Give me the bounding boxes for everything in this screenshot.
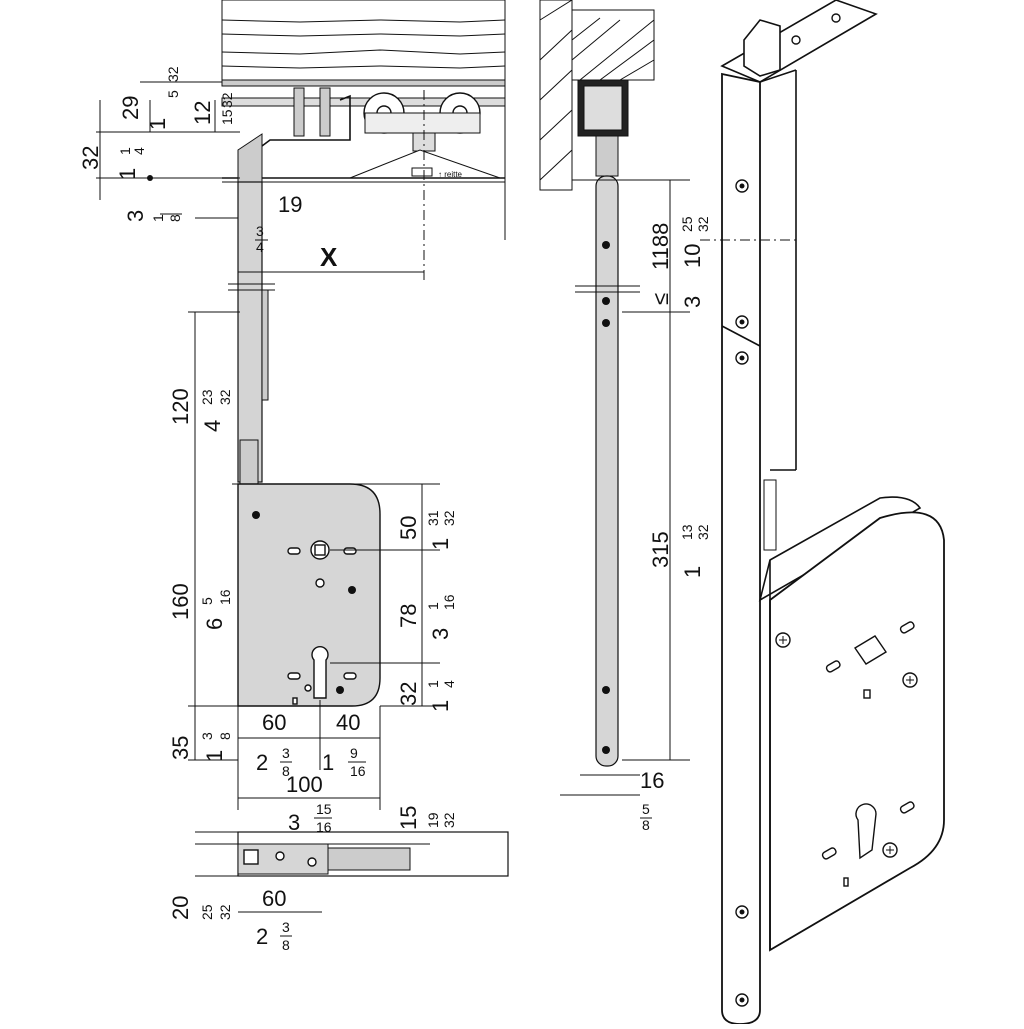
dim-4: 4 xyxy=(200,420,225,432)
dim-160: 160 xyxy=(168,583,193,620)
dim-315: 315 xyxy=(648,531,673,568)
frac-8b: 8 xyxy=(217,732,233,740)
dim-1g: 1 xyxy=(680,566,705,578)
dim-1b: 1 xyxy=(115,168,140,180)
dim-78: 78 xyxy=(396,604,421,628)
frac-32: 32 xyxy=(165,66,181,82)
frac-3b: 3 xyxy=(199,732,215,740)
frac-32h: 32 xyxy=(695,524,711,540)
dim-60: 60 xyxy=(262,710,286,735)
dim-32b: 32 xyxy=(396,682,421,706)
frac-16d: 16 xyxy=(316,819,332,835)
le-symbol: ≤ xyxy=(648,293,673,305)
horizontal-dims: 19 3 4 X xyxy=(238,192,424,273)
frac-32f: 32 xyxy=(217,904,233,920)
frac-31: 31 xyxy=(425,510,441,526)
frac-8: 8 xyxy=(167,214,183,222)
frac-15: 15 xyxy=(219,109,235,125)
dim-120: 120 xyxy=(168,388,193,425)
dim-29: 29 xyxy=(118,96,143,120)
frac-13: 13 xyxy=(679,524,695,540)
frac-25b: 25 xyxy=(679,216,695,232)
dim-40: 40 xyxy=(336,710,360,735)
dim-3c: 3 xyxy=(288,810,300,835)
lock-3d-view xyxy=(700,0,945,1025)
dim-1f: 1 xyxy=(322,750,334,775)
dim-x: X xyxy=(320,242,338,272)
dim-2b: 2 xyxy=(256,924,268,949)
dim-1e: 1 xyxy=(428,700,453,712)
dim-6: 6 xyxy=(202,618,227,630)
frac-4b: 4 xyxy=(256,239,264,255)
frac-16b: 16 xyxy=(441,594,457,610)
dim-1d: 1 xyxy=(428,538,453,550)
frac-16: 16 xyxy=(217,589,233,605)
reitte-label: ↑ reitte xyxy=(438,170,463,179)
lock-right-dims: 50 1 31 32 78 3 1 16 32 1 1 4 xyxy=(396,484,457,712)
dim-3: 3 xyxy=(123,210,148,222)
dim-32: 32 xyxy=(78,146,103,170)
frac-32g: 32 xyxy=(695,216,711,232)
dim-3d: 3 xyxy=(680,296,705,308)
dim-1c: 1 xyxy=(202,750,227,762)
frac-4: 4 xyxy=(131,147,147,155)
frac-32d: 32 xyxy=(441,510,457,526)
frac-32e: 32 xyxy=(441,812,457,828)
frac-3: 3 xyxy=(256,223,264,239)
frac-1d: 1 xyxy=(425,680,441,688)
dim-15: 15 xyxy=(396,806,421,830)
top-dimensions: 29 5 32 1 12 15 32 32 1 1 4 3 1 8 xyxy=(78,66,240,222)
dim-19: 19 xyxy=(278,192,302,217)
frac-9: 9 xyxy=(350,745,358,761)
frac-8e: 8 xyxy=(642,817,650,833)
frac-5: 5 xyxy=(165,90,181,98)
frac-32b: 32 xyxy=(219,92,235,108)
dim-35: 35 xyxy=(168,736,193,760)
top-track-front-view: ↑ reitte xyxy=(221,0,506,280)
frac-5b: 5 xyxy=(199,597,215,605)
dim-1188: 1188 xyxy=(648,223,673,270)
frac-1: 1 xyxy=(117,147,133,155)
dim-100: 100 xyxy=(286,772,323,797)
frac-23: 23 xyxy=(199,389,215,405)
frac-5c: 5 xyxy=(642,801,650,817)
strike-plate: 20 25 32 60 2 3 8 xyxy=(168,831,509,953)
lock-left-dims: 120 4 23 32 160 6 5 16 35 1 3 8 xyxy=(168,311,240,762)
frac-1c: 1 xyxy=(425,602,441,610)
lock-bottom-dims: 60 40 2 3 8 1 9 16 100 3 15 16 15 19 32 xyxy=(238,710,457,835)
lock-rod-front xyxy=(228,133,275,485)
dim-10: 10 xyxy=(680,244,705,268)
frac-3d: 3 xyxy=(282,919,290,935)
frac-4c: 4 xyxy=(441,680,457,688)
frac-8c: 8 xyxy=(282,763,290,779)
frac-15: 15 xyxy=(316,801,332,817)
frac-1b: 1 xyxy=(150,214,166,222)
dim-60b: 60 xyxy=(262,886,286,911)
side-view: 1188 ≤ 3 10 25 32 315 1 13 32 16 5 8 xyxy=(539,0,711,833)
frac-25: 25 xyxy=(199,904,215,920)
dim-3b: 3 xyxy=(428,628,453,640)
frac-32c: 32 xyxy=(217,389,233,405)
frac-19: 19 xyxy=(425,812,441,828)
dim-2: 2 xyxy=(256,750,268,775)
dim-20: 20 xyxy=(168,896,193,920)
frac-8d: 8 xyxy=(282,937,290,953)
dim-16: 16 xyxy=(640,768,664,793)
dim-1: 1 xyxy=(145,118,170,130)
dim-12: 12 xyxy=(190,101,215,125)
dim-50: 50 xyxy=(396,516,421,540)
frac-3c: 3 xyxy=(282,745,290,761)
frac-16c: 16 xyxy=(350,763,366,779)
lock-case-front xyxy=(232,483,440,810)
